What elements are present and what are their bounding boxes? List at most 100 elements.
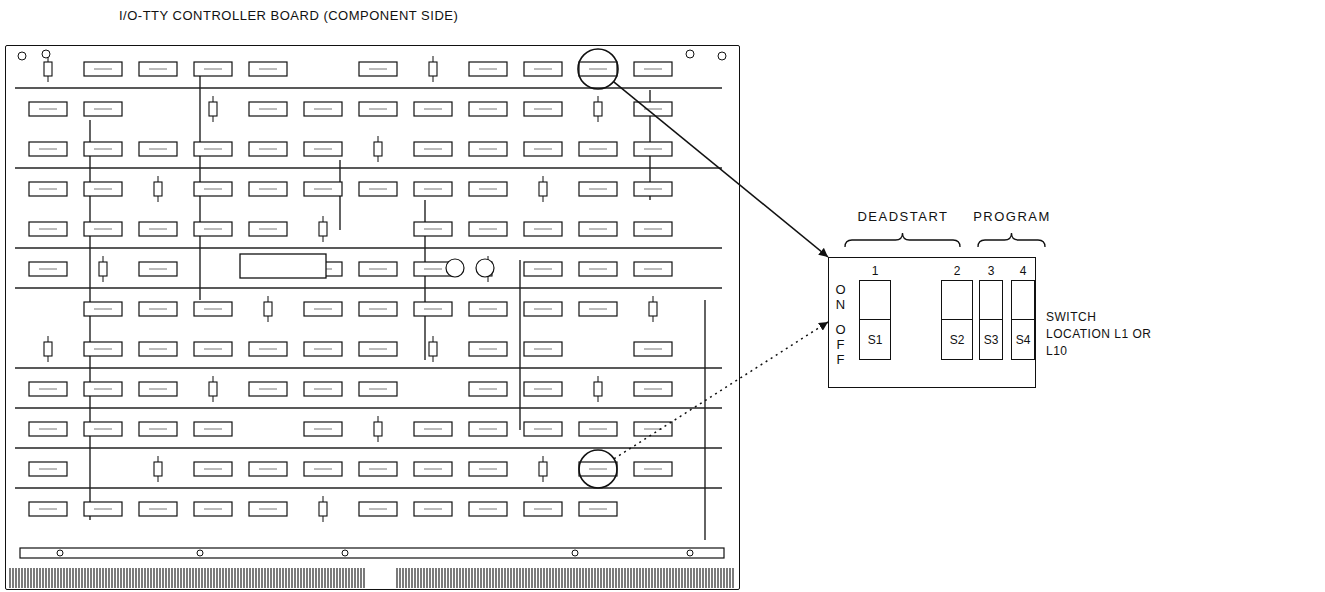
connector-finger [486,568,487,588]
ic-chip [249,62,287,76]
edge-bar [20,548,724,558]
connector-finger [411,568,412,588]
connector-finger [252,568,253,588]
connector-finger [267,568,268,588]
ic-chip [359,182,397,196]
chip-marking [424,469,442,470]
chip-marking [479,229,497,230]
connector-finger [654,568,655,588]
connector-finger [225,568,226,588]
connector-finger [345,568,346,588]
connector-finger [711,568,712,588]
chip-marking [534,509,552,510]
chip-marking [644,389,662,390]
connector-finger [285,568,286,588]
connector-finger [423,568,424,588]
connector-finger [396,568,397,588]
chip-marking [479,149,497,150]
ic-chip [194,62,232,76]
connector-finger [33,568,34,588]
connector-finger [234,568,235,588]
chip-marking [39,469,57,470]
ic-chip [139,502,177,516]
connector-finger [663,568,664,588]
connector-finger [291,568,292,588]
chip-marking [259,469,277,470]
connector-finger [408,568,409,588]
connector-finger [699,568,700,588]
connector-finger [567,568,568,588]
resistor-symbol [209,102,217,116]
resistor-symbol [539,462,547,476]
connector-finger [294,568,295,588]
circuit-trace [15,167,722,169]
connector-finger [21,568,22,588]
connector-finger [714,568,715,588]
connector-finger [648,568,649,588]
ic-chip [414,182,452,196]
chip-marking [589,189,607,190]
connector-finger [279,568,280,588]
connector-finger [246,568,247,588]
connector-finger [627,568,628,588]
connector-finger [684,568,685,588]
ic-chip [194,222,232,236]
connector-finger [678,568,679,588]
chip-marking [314,469,332,470]
ic-chip [194,302,232,316]
connector-finger [309,568,310,588]
ic-chip [84,502,122,516]
ic-chip [194,142,232,156]
connector-finger [588,568,589,588]
bar-hole [57,550,63,556]
connector-finger [708,568,709,588]
ic-chip [579,422,617,436]
switch-number: 2 [936,264,978,278]
round-component [446,259,464,277]
chip-marking [644,69,662,70]
connector-finger [15,568,16,588]
connector-finger [609,568,610,588]
connector-finger [282,568,283,588]
bar-hole [687,550,693,556]
connector-finger [75,568,76,588]
ic-chip [249,222,287,236]
ic-chip [469,422,507,436]
ic-chip [579,62,617,76]
connector-finger [435,568,436,588]
connector-finger [597,568,598,588]
connector-finger [459,568,460,588]
connector-finger [42,568,43,588]
connector-finger [726,568,727,588]
switch-number: 4 [1006,264,1040,278]
connector-finger [108,568,109,588]
resistor-symbol [209,382,217,396]
connector-finger [528,568,529,588]
chip-marking [589,469,607,470]
connector-finger [24,568,25,588]
chip-marking [149,349,167,350]
resistor-symbol [154,462,162,476]
connector-finger [177,568,178,588]
connector-finger [453,568,454,588]
callout-arrow [613,82,828,257]
connector-finger [84,568,85,588]
chip-marking [479,109,497,110]
ic-chip [634,222,672,236]
connector-finger [510,568,511,588]
ic-chip [359,502,397,516]
connector-finger [639,568,640,588]
connector-finger [414,568,415,588]
connector-finger [87,568,88,588]
ic-chip [304,382,342,396]
connector-finger [261,568,262,588]
connector-finger [549,568,550,588]
switch-number: 3 [974,264,1008,278]
chip-marking [204,349,222,350]
chip-marking [369,269,387,270]
connector-finger [327,568,328,588]
ic-chip [414,142,452,156]
connector-finger [633,568,634,588]
ic-chip [524,102,562,116]
callout-circle [578,49,618,89]
